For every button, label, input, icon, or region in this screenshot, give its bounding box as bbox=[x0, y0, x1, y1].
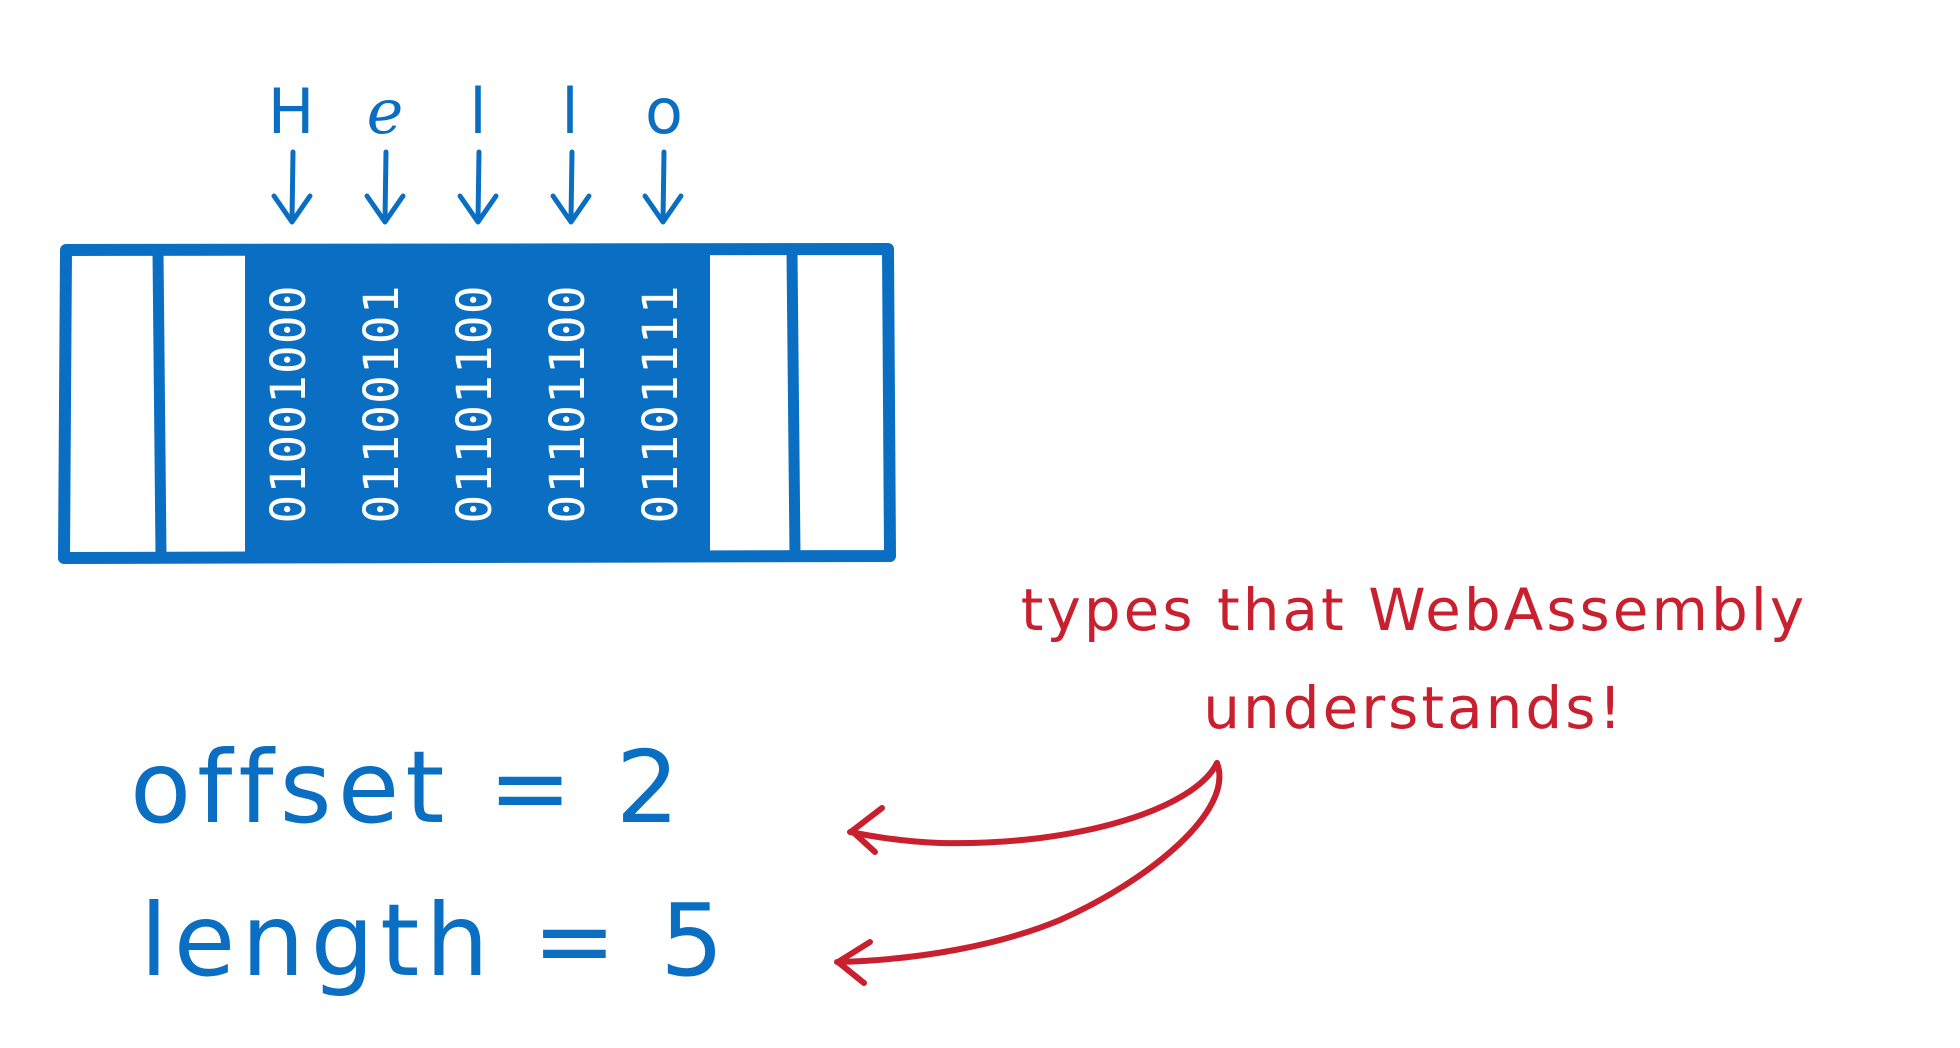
byte-value: 01001000 bbox=[261, 284, 317, 523]
curved-arrow-icon bbox=[834, 760, 1223, 986]
arrow-down-icon bbox=[364, 149, 406, 225]
linear-memory bbox=[58, 243, 896, 564]
memory-cell-filled bbox=[245, 252, 710, 558]
offset-label: offset = 2 bbox=[130, 729, 685, 846]
note-line-2: understands! bbox=[1203, 674, 1624, 742]
char-label: o bbox=[645, 75, 683, 148]
note-arrows bbox=[834, 760, 1223, 986]
curved-arrow-icon bbox=[847, 760, 1220, 855]
char-label: e bbox=[367, 75, 404, 148]
memory-bytes: 01001000 01100101 01101100 01101100 0110… bbox=[261, 284, 689, 523]
char-label: l bbox=[469, 75, 486, 148]
byte-value: 01101100 bbox=[540, 284, 596, 523]
arrow-down-icon bbox=[642, 149, 684, 225]
char-label: H bbox=[268, 75, 315, 148]
memory-border bbox=[58, 243, 896, 564]
byte-value: 01101100 bbox=[447, 284, 503, 523]
byte-value: 01101111 bbox=[633, 284, 689, 523]
arrow-down-icon bbox=[457, 149, 499, 225]
length-label: length = 5 bbox=[140, 882, 730, 999]
memory-cell-divider bbox=[786, 251, 801, 556]
note-line-1: types that WebAssembly bbox=[1021, 576, 1807, 644]
byte-value: 01100101 bbox=[354, 284, 410, 523]
arrow-down-icon bbox=[271, 149, 313, 225]
char-label: l bbox=[561, 75, 578, 148]
string-letters: H e l l o bbox=[268, 75, 683, 148]
arrow-down-icon bbox=[550, 149, 592, 225]
memory-cell-divider bbox=[152, 251, 167, 556]
down-arrows bbox=[271, 149, 684, 225]
